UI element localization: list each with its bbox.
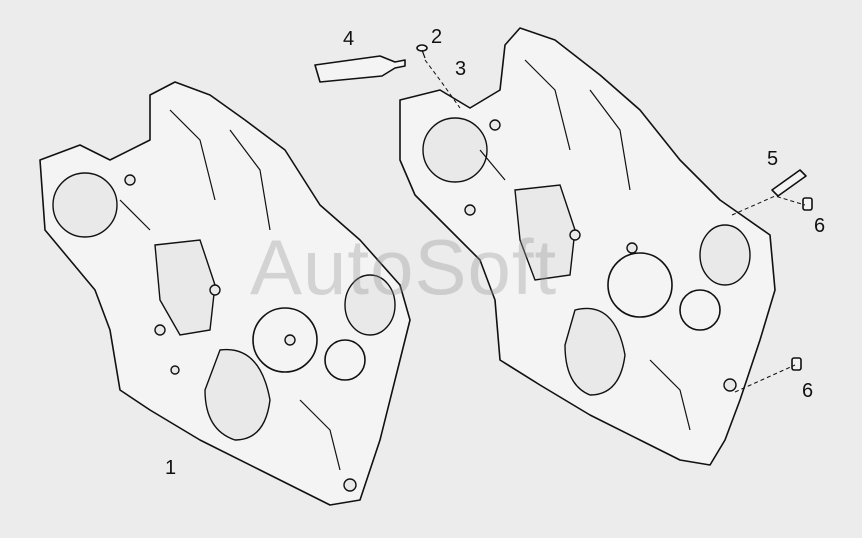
plug-lower bbox=[791, 357, 802, 371]
leader-lines bbox=[424, 59, 806, 393]
callout-6-lower: 6 bbox=[802, 380, 814, 402]
callout-3: 3 bbox=[455, 58, 467, 80]
callout-5: 5 bbox=[767, 148, 779, 170]
timing-cover-left bbox=[39, 81, 411, 506]
watermark: AutoSoft bbox=[250, 223, 558, 311]
callout-2: 2 bbox=[431, 26, 443, 48]
callout-6-upper: 6 bbox=[814, 215, 826, 237]
timing-cover-right bbox=[399, 27, 776, 466]
callout-1: 1 bbox=[165, 457, 177, 479]
screw bbox=[416, 44, 428, 59]
callout-4: 4 bbox=[343, 28, 355, 50]
plug-upper bbox=[802, 197, 813, 211]
stud bbox=[771, 169, 807, 197]
sealant-tube bbox=[314, 55, 406, 83]
